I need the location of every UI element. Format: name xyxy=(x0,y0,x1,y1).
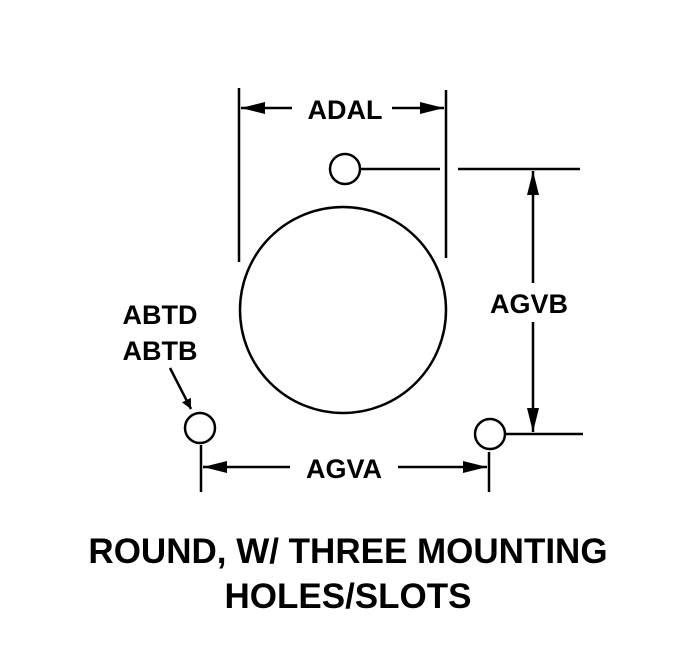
abtd-leader-arrow xyxy=(168,367,193,410)
agva-label: AGVA xyxy=(306,454,382,484)
agvb-label: AGVB xyxy=(490,289,568,319)
main-circle xyxy=(238,205,448,415)
abtd-label: ABTD xyxy=(123,300,198,330)
adal-label: ADAL xyxy=(308,95,383,125)
mounting-hole-bottom-right xyxy=(473,417,507,451)
caption-line-2: HOLES/SLOTS xyxy=(225,577,472,616)
caption-line-1: ROUND, W/ THREE MOUNTING xyxy=(88,532,607,571)
abtb-label: ABTB xyxy=(123,336,198,366)
mounting-hole-top xyxy=(328,152,362,186)
mounting-hole-bottom-left xyxy=(183,411,217,445)
